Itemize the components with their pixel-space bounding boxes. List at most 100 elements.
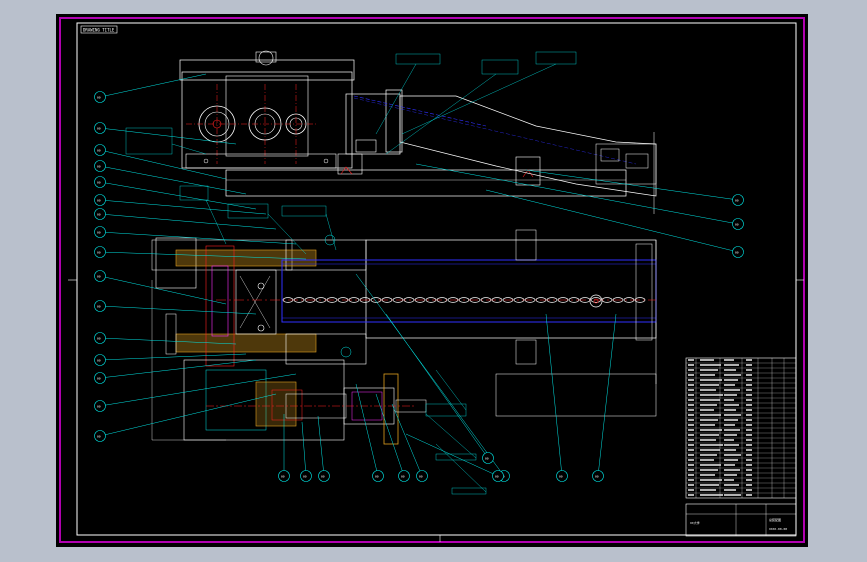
part-balloon-number: 00 bbox=[401, 474, 405, 478]
part-balloon bbox=[732, 246, 744, 258]
leader-line bbox=[99, 337, 237, 345]
leader-line bbox=[99, 73, 207, 98]
part-balloon bbox=[94, 160, 106, 172]
parts-table-cell-mark bbox=[724, 369, 736, 371]
parts-table-cell-mark bbox=[746, 489, 752, 491]
part-balloon bbox=[94, 194, 106, 206]
cad-drawing-sheet: DRAWING TITLE bbox=[56, 14, 808, 547]
chain-link bbox=[623, 297, 635, 303]
parts-table-cell-mark bbox=[688, 479, 694, 481]
parts-table-cell-mark bbox=[724, 389, 740, 391]
parts-table-cell-mark bbox=[746, 439, 752, 441]
parts-table-cell-mark bbox=[746, 404, 752, 406]
parts-table-cell-mark bbox=[700, 389, 716, 391]
chain-link bbox=[469, 297, 481, 303]
leader-line bbox=[317, 415, 325, 477]
part-balloon-number: 00 bbox=[375, 474, 379, 478]
parts-table-cell-mark bbox=[700, 454, 717, 456]
parts-table-cell-mark bbox=[700, 374, 715, 376]
part-balloon-number: 00 bbox=[303, 474, 307, 478]
part-balloon-number: 00 bbox=[419, 474, 423, 478]
annotation-leader bbox=[435, 443, 487, 493]
chain-link bbox=[634, 297, 646, 303]
part-balloon bbox=[94, 91, 106, 103]
assembly-drawing: DRAWING TITLE bbox=[59, 17, 805, 543]
annotation-leader bbox=[325, 213, 337, 251]
tail-sprocket bbox=[589, 294, 603, 308]
chain-link bbox=[513, 297, 525, 303]
parts-table-cell-mark bbox=[724, 489, 736, 491]
parts-table-cell-mark bbox=[746, 399, 752, 401]
parts-table-cell-mark bbox=[688, 389, 694, 391]
chain-link bbox=[535, 297, 547, 303]
parts-table-cell-mark bbox=[700, 444, 723, 446]
parts-table-cell-mark bbox=[700, 364, 721, 366]
part-balloon-number: 00 bbox=[735, 222, 739, 226]
part-balloon bbox=[300, 470, 312, 482]
chain-link bbox=[304, 297, 316, 303]
part-balloon-number: 00 bbox=[97, 95, 101, 99]
parts-table-cell-mark bbox=[700, 369, 718, 371]
drawing-frame bbox=[76, 22, 797, 536]
leader-line bbox=[99, 127, 237, 145]
leader-line bbox=[597, 313, 617, 477]
parts-table-cell-mark bbox=[724, 424, 735, 426]
chain-link bbox=[436, 297, 448, 303]
part-balloon bbox=[732, 194, 744, 206]
part-balloon bbox=[94, 208, 106, 220]
leader-line bbox=[99, 199, 267, 215]
chain-link bbox=[392, 297, 404, 303]
leader-line bbox=[375, 393, 405, 477]
parts-table-cell-mark bbox=[688, 409, 694, 411]
parts-table-cell-mark bbox=[700, 489, 716, 491]
parts-table-cell-mark bbox=[724, 449, 736, 451]
parts-table-cell-mark bbox=[746, 464, 752, 466]
parts-table-cell-mark bbox=[724, 474, 737, 476]
chain-link bbox=[491, 297, 503, 303]
annotation-leader bbox=[205, 199, 227, 245]
part-balloon-number: 00 bbox=[97, 230, 101, 234]
part-balloon-number: 00 bbox=[281, 474, 285, 478]
leader-line bbox=[405, 433, 499, 477]
part-balloon bbox=[94, 176, 106, 188]
title-block-name: 总装配图 bbox=[769, 517, 781, 522]
leader-line bbox=[301, 421, 307, 477]
annotation-leader bbox=[435, 369, 467, 411]
outer-border bbox=[59, 17, 805, 543]
parts-table-cell-mark bbox=[724, 454, 741, 456]
parts-table-cell-mark bbox=[746, 494, 752, 496]
parts-table-cell-mark bbox=[688, 469, 694, 471]
parts-table-cell-mark bbox=[688, 369, 694, 371]
parts-table-cell-mark bbox=[688, 394, 694, 396]
part-balloon-number: 00 bbox=[97, 148, 101, 152]
parts-table-cell-mark bbox=[688, 464, 694, 466]
header-stamp-box bbox=[80, 25, 118, 34]
leader-line bbox=[99, 149, 227, 180]
part-balloon bbox=[94, 144, 106, 156]
parts-table-cell-mark bbox=[700, 404, 717, 406]
parts-table-cell-mark bbox=[724, 444, 739, 446]
parts-table-cell-mark bbox=[746, 359, 752, 361]
part-balloon bbox=[732, 218, 744, 230]
drive-chain bbox=[282, 297, 646, 303]
parts-table-cell-mark bbox=[700, 449, 720, 451]
leader-lines bbox=[99, 63, 739, 493]
title-block-number: XXXX-00-00 bbox=[769, 527, 787, 531]
part-balloon-number: 00 bbox=[97, 376, 101, 380]
parts-table-cell-mark bbox=[724, 494, 741, 496]
annotation-leader bbox=[425, 413, 477, 459]
parts-table-cell-mark bbox=[746, 424, 752, 426]
part-balloon-number: 00 bbox=[97, 250, 101, 254]
parts-table-cell-mark bbox=[724, 459, 738, 461]
part-balloon-number: 00 bbox=[97, 434, 101, 438]
part-balloon bbox=[94, 226, 106, 238]
part-balloon bbox=[556, 470, 568, 482]
parts-table-cell-mark bbox=[688, 459, 694, 461]
chain-link bbox=[524, 297, 536, 303]
annotation-leader bbox=[385, 73, 497, 155]
part-balloon-number: 00 bbox=[97, 126, 101, 130]
leader-line bbox=[485, 189, 739, 253]
leader-line bbox=[355, 273, 505, 477]
part-balloon-number: 00 bbox=[97, 164, 101, 168]
parts-table-cell-mark bbox=[700, 429, 722, 431]
